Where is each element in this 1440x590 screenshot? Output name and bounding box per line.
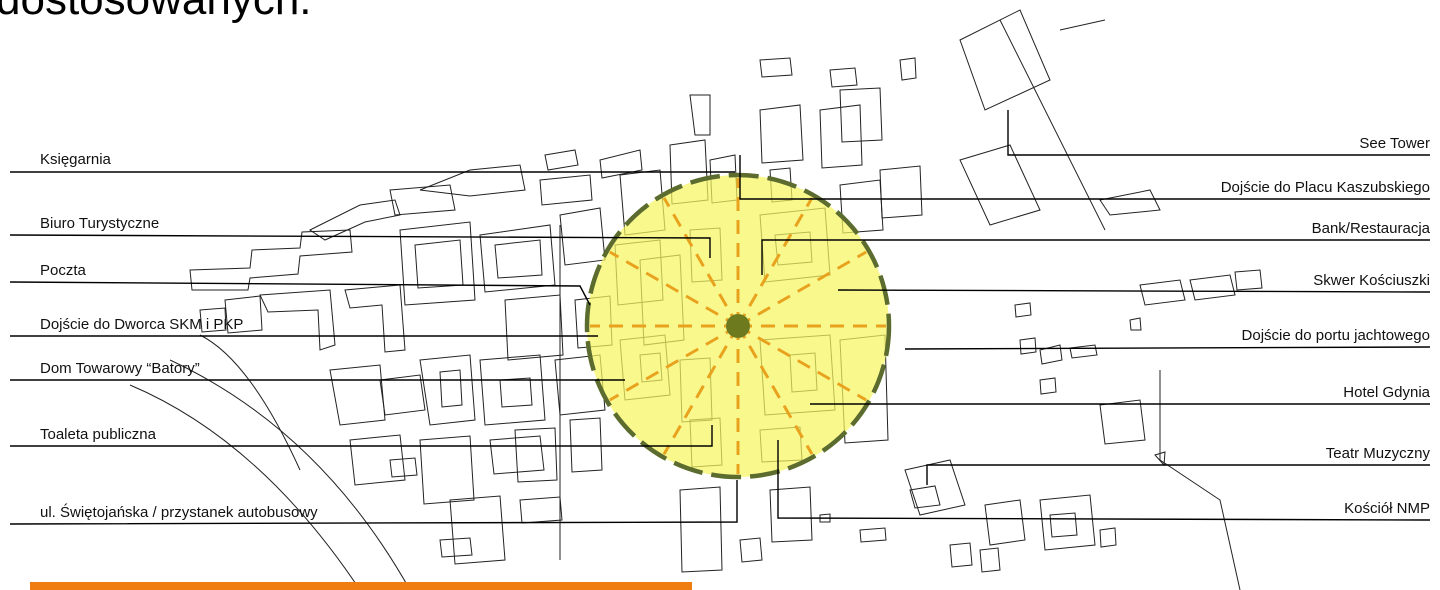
labels-left: Księgarnia Biuro Turystyczne Poczta Dojś… xyxy=(40,151,318,521)
zone-spoke xyxy=(609,324,739,402)
streets xyxy=(129,19,1241,590)
zone-spoke xyxy=(737,324,867,402)
label-plac-kaszubski: Dojście do Placu Kaszubskiego xyxy=(1221,179,1430,196)
label-teatr-muzyczny: Teatr Muzyczny xyxy=(1326,445,1431,462)
walking-zone xyxy=(584,172,892,480)
page-heading: dostosowanych. xyxy=(0,0,312,22)
label-kosciol-nmp: Kościół NMP xyxy=(1344,500,1430,517)
label-port-jachtowy: Dojście do portu jachtowego xyxy=(1242,327,1430,344)
label-skwer-kosciuszki: Skwer Kościuszki xyxy=(1313,272,1430,289)
zone-radial-spokes xyxy=(590,178,886,474)
label-see-tower: See Tower xyxy=(1359,135,1430,152)
labels-right: See Tower Dojście do Placu Kaszubskiego … xyxy=(1221,135,1431,517)
zone-spoke xyxy=(662,197,740,327)
leader-kosciol xyxy=(777,440,1431,521)
leader-swietojanska xyxy=(9,480,738,525)
zone-spoke xyxy=(736,197,814,327)
leader-port xyxy=(904,346,1431,350)
label-dom-towarowy: Dom Towarowy “Batory” xyxy=(40,360,200,377)
label-toaleta: Toaleta publiczna xyxy=(40,426,157,443)
leader-bank xyxy=(761,239,1430,275)
leader-toaleta xyxy=(10,425,713,447)
zone-center-dot xyxy=(726,314,750,338)
leader-lines xyxy=(9,110,1431,525)
zone-spoke xyxy=(737,250,867,328)
zone-spoke xyxy=(662,325,740,455)
leader-poczta xyxy=(9,281,591,306)
label-ksiegarnia: Księgarnia xyxy=(40,151,112,168)
accent-bar xyxy=(30,582,692,590)
label-dojscie-dworzec: Dojście do Dworca SKM i PKP xyxy=(40,316,243,333)
label-biuro-turystyczne: Biuro Turystyczne xyxy=(40,215,159,232)
leader-skwer xyxy=(837,289,1431,293)
zone-spoke xyxy=(609,250,739,328)
label-poczta: Poczta xyxy=(40,262,87,279)
leader-seetower xyxy=(1007,110,1430,156)
label-hotel-gdynia: Hotel Gdynia xyxy=(1343,384,1430,401)
zone-border xyxy=(584,172,892,480)
leader-biuro xyxy=(9,234,711,258)
label-bank-restauracja: Bank/Restauracja xyxy=(1312,220,1431,237)
leader-plac xyxy=(739,155,1430,200)
leader-teatr xyxy=(926,464,1430,485)
zone-spoke xyxy=(736,325,814,455)
label-swietojanska: ul. Świętojańska / przystanek autobusowy xyxy=(40,503,318,521)
